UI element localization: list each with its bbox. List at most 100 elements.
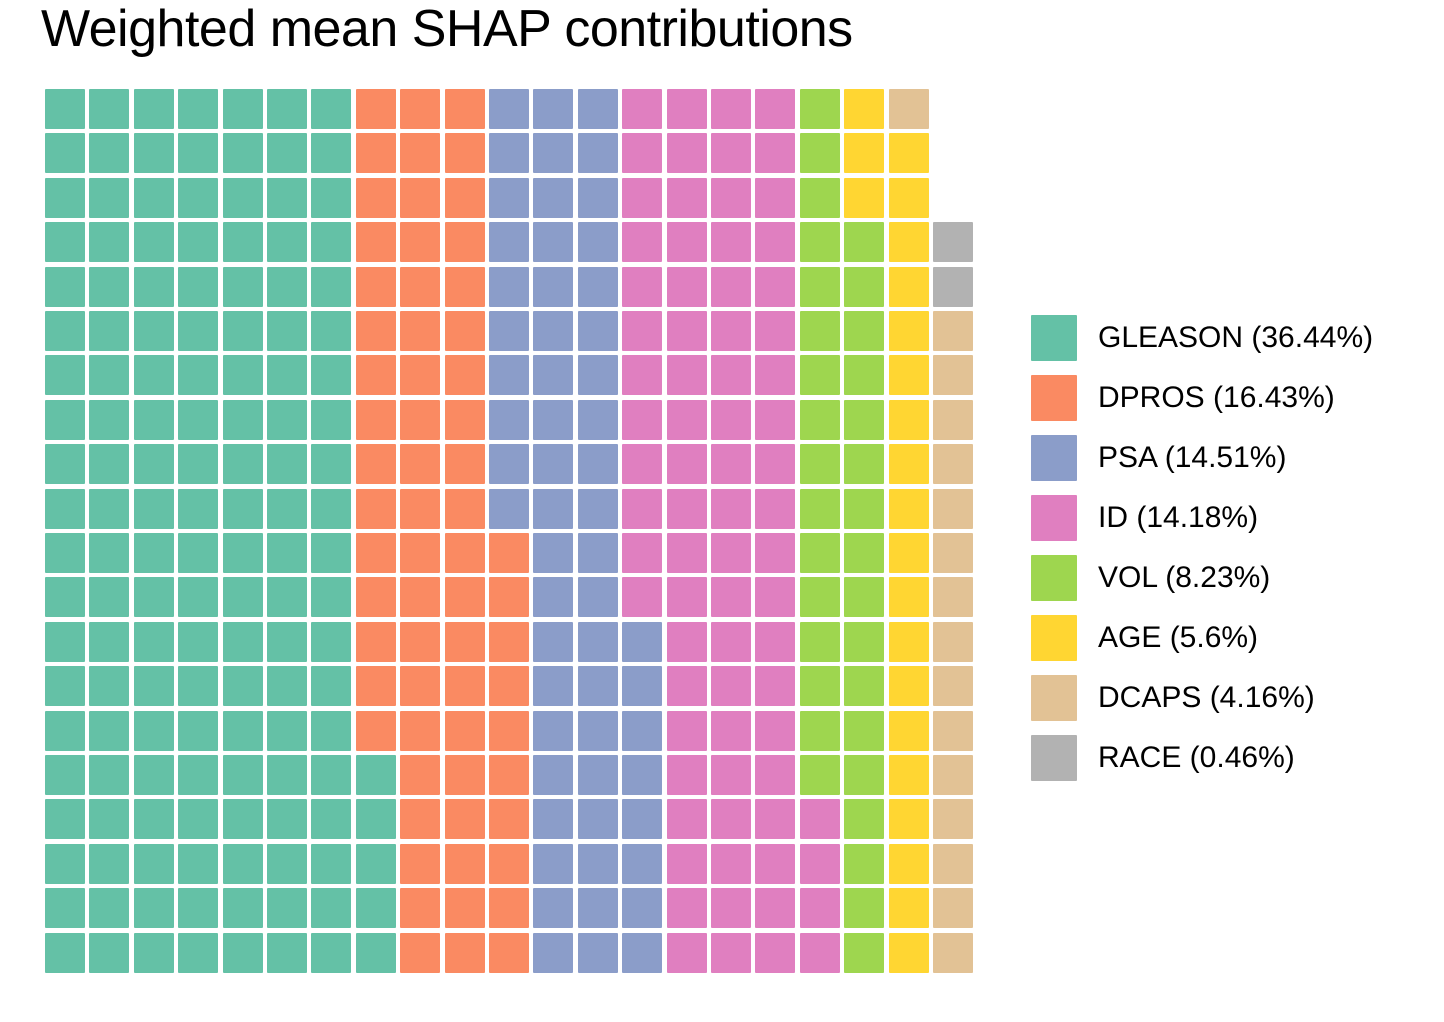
waffle-cell-id [755,888,796,929]
waffle-cell-gleason [267,577,307,618]
waffle-cell-gleason [311,932,352,973]
waffle-cell-gleason [178,222,219,263]
waffle-cell-gleason [178,710,219,751]
waffle-cell-id [755,355,796,396]
waffle-cell-gleason [45,355,85,396]
waffle-cell-dcaps [933,666,973,707]
legend-item-age[interactable]: AGE (5.6%) [1031,608,1431,668]
waffle-cell-dpros [444,89,485,129]
legend-item-dcaps[interactable]: DCAPS (4.16%) [1031,668,1431,728]
waffle-cell-gleason [267,311,307,351]
waffle-cell-psa [533,710,574,751]
waffle-cell-id [799,888,840,929]
waffle-cell-age [888,266,929,307]
waffle-cell-id [755,577,796,618]
waffle-cell-dpros [400,755,441,795]
waffle-cell-dpros [489,843,529,884]
waffle-cell-id [755,843,796,884]
waffle-cell-id [755,755,796,795]
waffle-cell-gleason [222,355,263,396]
waffle-cell-dcaps [933,399,973,440]
waffle-cell-id [622,533,663,573]
waffle-cell-psa [533,488,574,529]
waffle-cell-gleason [45,311,85,351]
waffle-cell-id [711,89,751,129]
waffle-cell-gleason [178,177,219,218]
legend-item-id[interactable]: ID (14.18%) [1031,488,1431,548]
waffle-cell-psa [533,666,574,707]
legend-item-gleason[interactable]: GLEASON (36.44%) [1031,308,1431,368]
waffle-cell-psa [533,577,574,618]
waffle-cell-psa [533,311,574,351]
waffle-cell-dpros [355,399,396,440]
waffle-cell-dpros [400,266,441,307]
waffle-cell-psa [533,843,574,884]
waffle-cell-id [755,666,796,707]
waffle-cell-dpros [489,621,529,662]
legend-item-psa[interactable]: PSA (14.51%) [1031,428,1431,488]
waffle-cell-empty [933,178,973,218]
waffle-cell-gleason [355,755,396,795]
waffle-cell-age [844,133,885,174]
waffle-cell-gleason [267,488,307,529]
waffle-cell-gleason [89,577,130,618]
waffle-grid [45,89,973,1001]
waffle-cell-id [666,355,707,396]
waffle-cell-dcaps [933,577,973,618]
waffle-cell-age [844,89,885,129]
waffle-cell-id [666,932,707,973]
waffle-cell-gleason [355,932,396,973]
waffle-cell-gleason [133,177,174,218]
waffle-cell-psa [533,133,574,174]
waffle-cell-gleason [222,488,263,529]
waffle-cell-vol [844,355,885,396]
waffle-cell-gleason [311,133,352,174]
waffle-cell-id [755,311,796,351]
waffle-cell-id [799,932,840,973]
waffle-cell-vol [799,488,840,529]
waffle-cell-gleason [311,577,352,618]
waffle-cell-age [844,177,885,218]
waffle-cell-dpros [400,932,441,973]
waffle-cell-age [888,888,929,929]
waffle-cell-dpros [355,133,396,174]
waffle-cell-dpros [444,177,485,218]
waffle-cell-dpros [400,444,441,485]
waffle-cell-age [888,133,929,174]
waffle-cell-gleason [222,666,263,707]
waffle-cell-psa [533,89,574,129]
waffle-cell-gleason [89,755,130,795]
waffle-cell-dpros [489,932,529,973]
waffle-cell-dpros [444,399,485,440]
waffle-cell-dpros [489,799,529,840]
waffle-cell-dpros [444,355,485,396]
waffle-cell-gleason [311,222,352,263]
waffle-cell-gleason [311,89,352,129]
waffle-cell-vol [799,755,840,795]
waffle-cell-gleason [45,710,85,751]
waffle-cell-psa [577,266,618,307]
legend-swatch-psa [1031,435,1077,481]
waffle-cell-psa [577,666,618,707]
waffle-cell-gleason [45,799,85,840]
waffle-cell-id [622,488,663,529]
legend-item-vol[interactable]: VOL (8.23%) [1031,548,1431,608]
waffle-cell-vol [844,488,885,529]
legend-label: AGE (5.6%) [1098,621,1259,654]
waffle-cell-gleason [178,399,219,440]
waffle-cell-vol [844,533,885,573]
waffle-cell-gleason [267,533,307,573]
waffle-cell-gleason [222,399,263,440]
waffle-cell-gleason [133,843,174,884]
waffle-cell-gleason [45,888,85,929]
waffle-cell-id [711,355,751,396]
waffle-cell-dpros [489,888,529,929]
waffle-cell-gleason [133,488,174,529]
waffle-cell-dpros [355,222,396,263]
waffle-cell-gleason [89,266,130,307]
legend-label: ID (14.18%) [1098,501,1259,534]
waffle-cell-age [888,710,929,751]
legend-item-dpros[interactable]: DPROS (16.43%) [1031,368,1431,428]
waffle-cell-id [711,888,751,929]
legend-item-race[interactable]: RACE (0.46%) [1031,728,1431,788]
